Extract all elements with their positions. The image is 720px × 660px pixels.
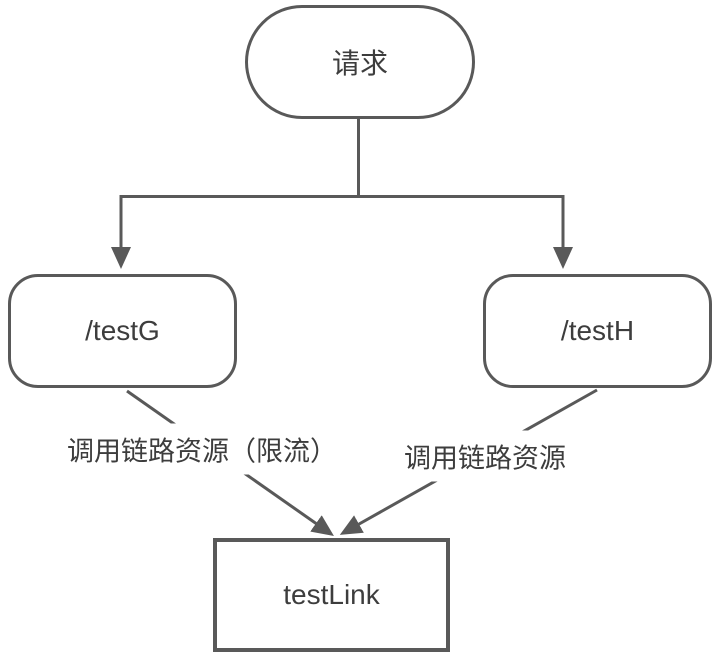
node-testlink-label: testLink [283,579,380,610]
edge-label-link-resource-text: 调用链路资源 [404,443,566,474]
node-testlink: testLink [213,538,450,652]
edge-label-link-resource: 调用链路资源 [402,430,568,482]
node-request: 请求 [245,5,475,119]
node-request-label: 请求 [331,48,388,79]
edge-label-rate-limited: 调用链路资源（限流） [65,423,339,475]
edge-label-rate-limited-text: 调用链路资源（限流） [67,436,337,467]
node-testh: /testH [483,274,712,388]
edge-request-branches [111,195,573,269]
node-testh-label: /testH [560,315,635,346]
node-testg-label: /testG [85,315,160,346]
node-testg: /testG [8,274,237,388]
